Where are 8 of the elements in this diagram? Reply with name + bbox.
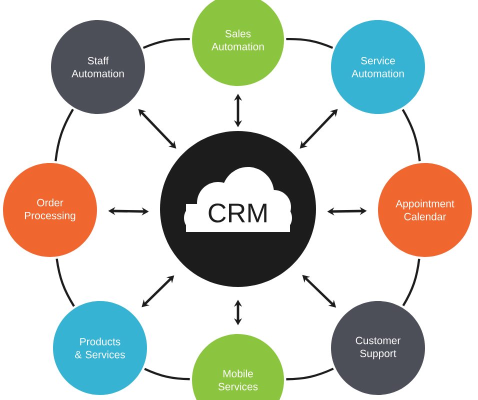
connector-line — [144, 368, 190, 380]
connector-line — [286, 38, 334, 49]
connector-line — [402, 108, 421, 162]
connector-line — [54, 108, 74, 162]
connector-line — [402, 258, 420, 306]
connector-line — [286, 368, 334, 380]
connector-line — [56, 258, 75, 307]
connector-line — [142, 38, 190, 49]
